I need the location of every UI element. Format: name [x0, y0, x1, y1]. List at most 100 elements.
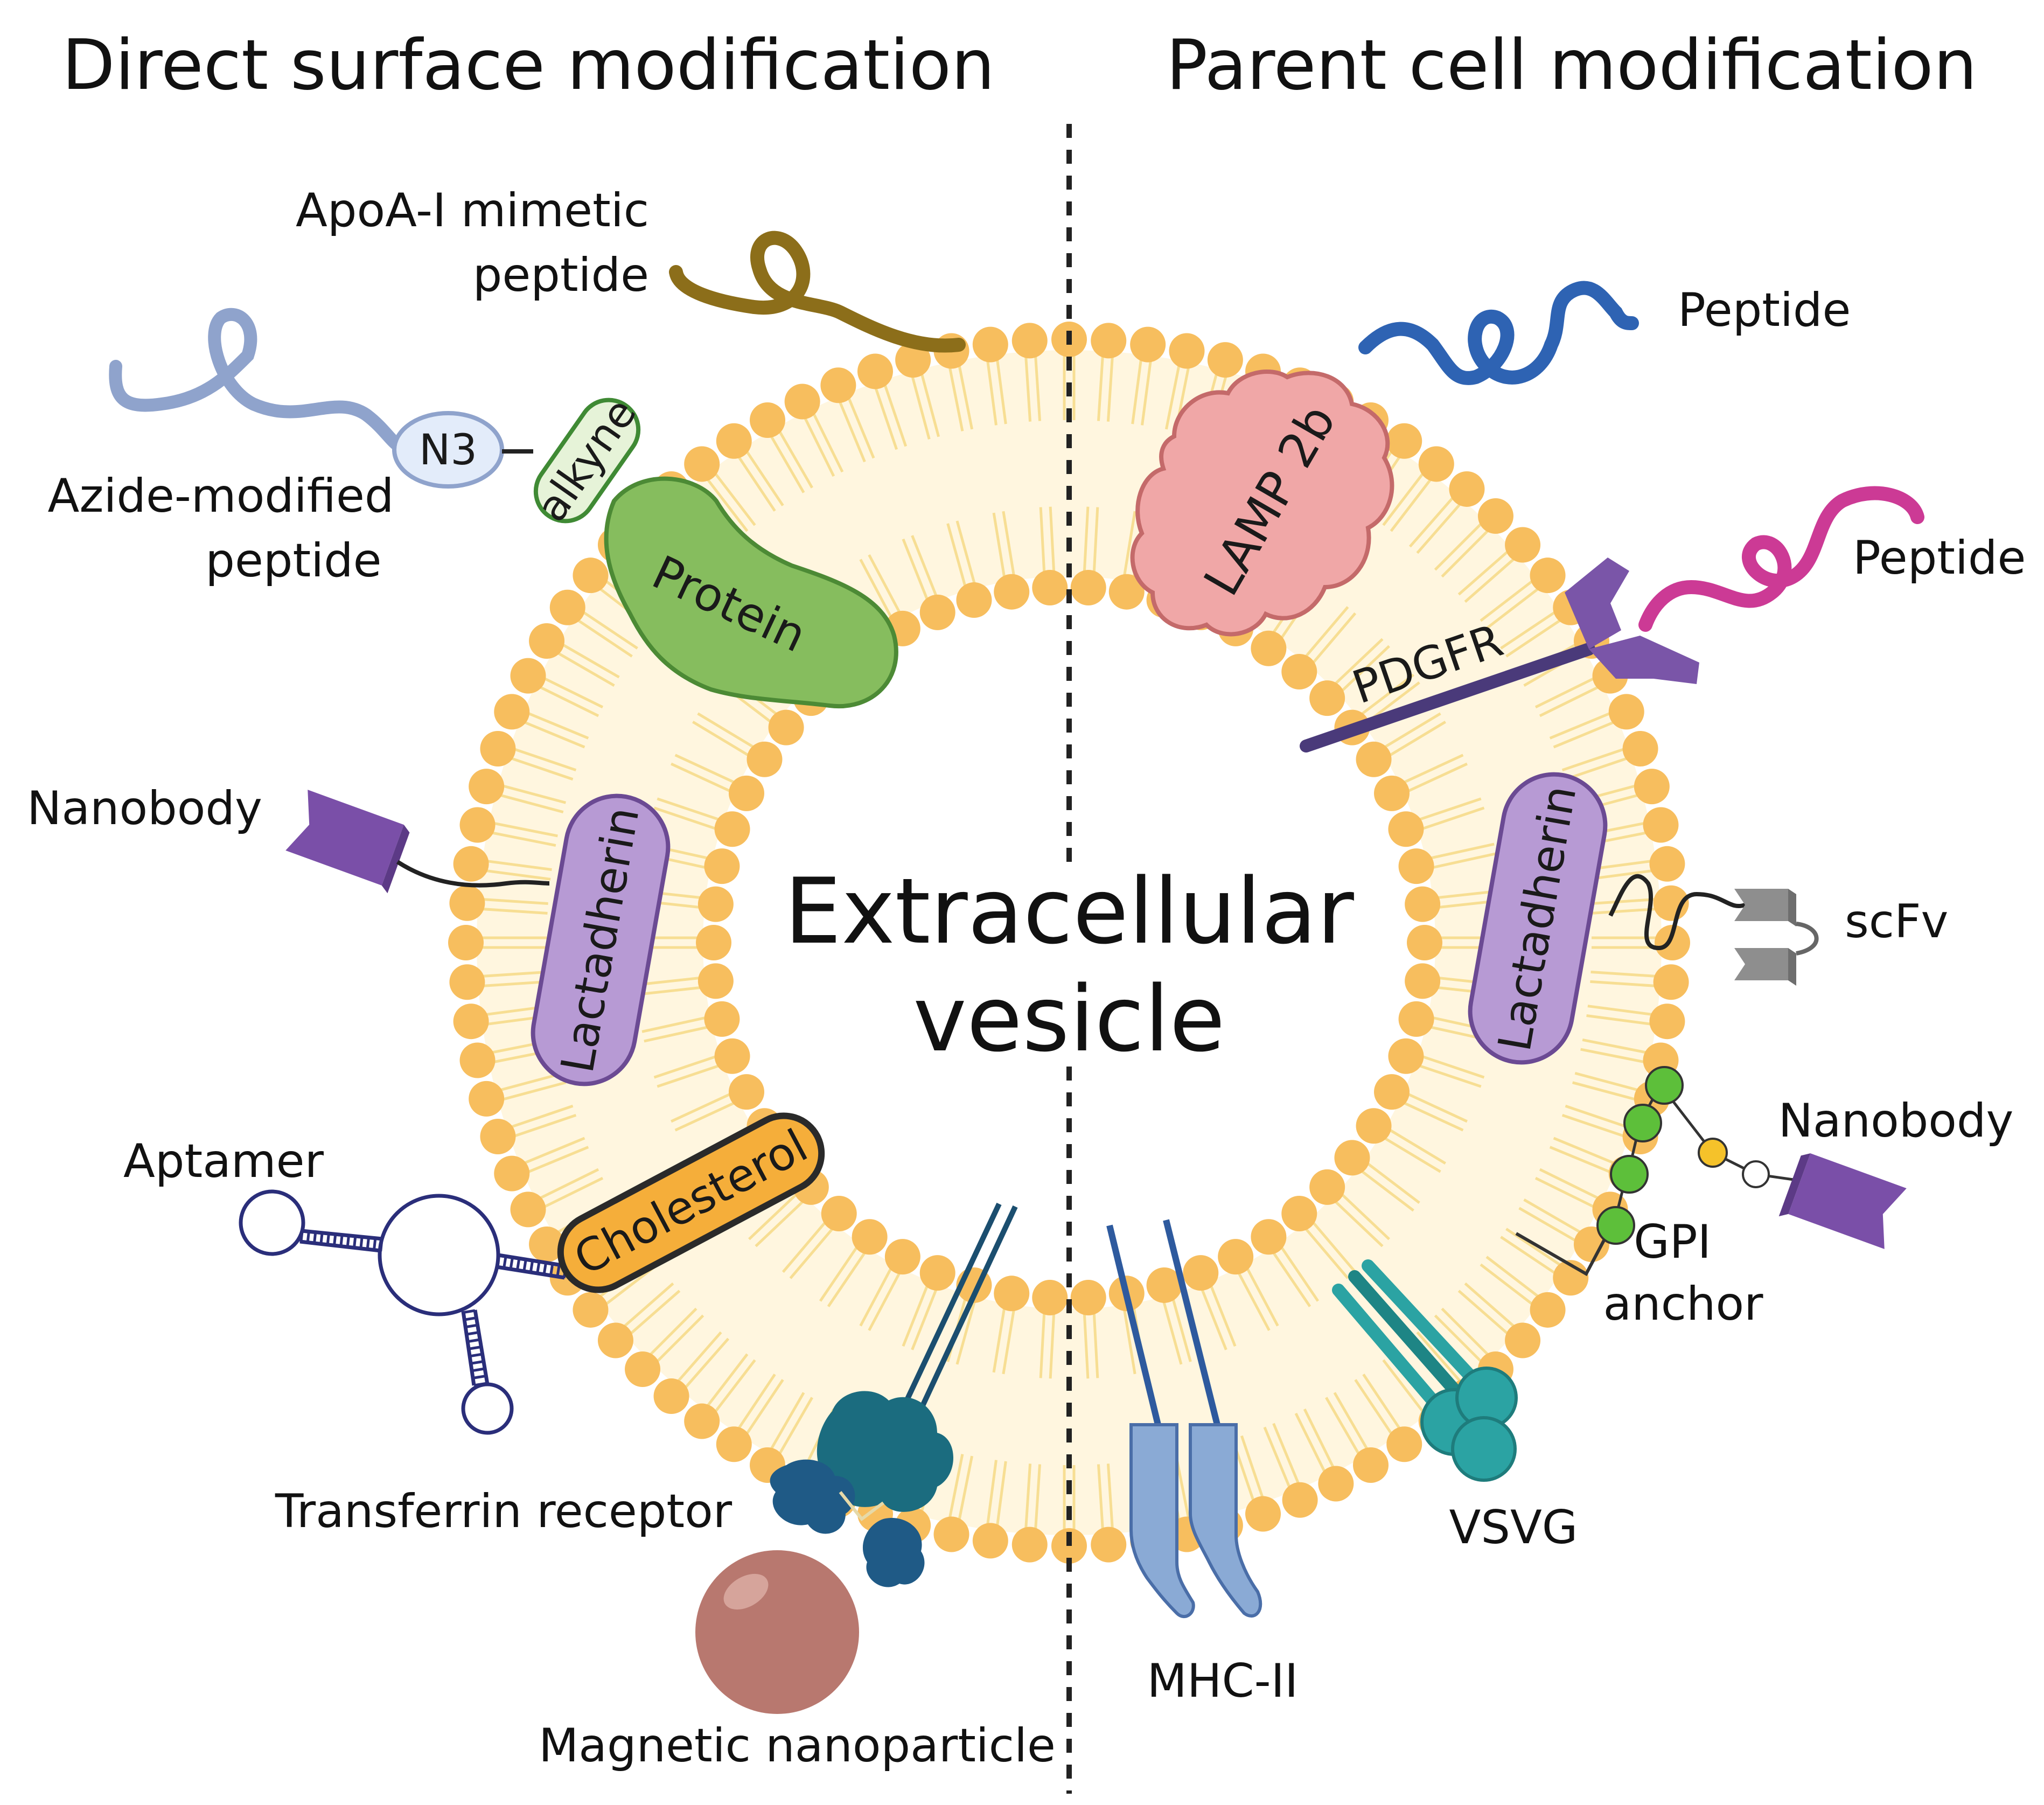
- lipid-head: [573, 557, 609, 594]
- lipid-head: [1398, 1001, 1434, 1037]
- lipid-head: [480, 1119, 516, 1155]
- lipid-head: [933, 1516, 969, 1552]
- aptamer-rung: [549, 1263, 554, 1277]
- lipid-head: [1309, 680, 1345, 716]
- lipid-head: [1373, 775, 1410, 811]
- nanobody-left-linker: [396, 860, 550, 888]
- vsvg-label: VSVG: [1449, 1501, 1578, 1555]
- aptamer-rung: [471, 1367, 485, 1372]
- aptamer-rung: [522, 1258, 527, 1272]
- lipid-head: [1070, 569, 1106, 605]
- aptamer-rung: [472, 1375, 486, 1379]
- aptamer-rung: [470, 1360, 484, 1365]
- apoa-peptide-icon: [669, 231, 966, 353]
- lipid-head: [1091, 323, 1127, 359]
- azide-peptide-icon: [109, 308, 410, 454]
- aptamer-rung: [339, 1233, 344, 1248]
- apoa-label-line2: peptide: [473, 248, 649, 302]
- lipid-head: [820, 367, 856, 403]
- lipid-head: [459, 1042, 496, 1078]
- protein-blob-icon: Protein: [604, 476, 898, 709]
- aptamer-rung: [473, 1382, 487, 1387]
- lipid-head: [1649, 1003, 1685, 1040]
- aptamer-rung: [515, 1257, 521, 1271]
- lipid-head: [510, 658, 546, 694]
- header-left: Direct surface modification: [62, 25, 995, 106]
- lipid-head: [696, 925, 731, 960]
- lipid-head: [1530, 1292, 1566, 1328]
- lipid-head: [494, 694, 530, 730]
- nanobody-right-icon: [1778, 1153, 1907, 1249]
- aptamer-rung: [468, 1346, 482, 1350]
- aptamer-icon: [239, 1189, 566, 1435]
- lipid-head: [1356, 1108, 1392, 1144]
- lipid-head: [1032, 1280, 1068, 1316]
- aptamer-rung: [372, 1237, 377, 1251]
- lipid-head: [1032, 569, 1068, 605]
- aptamer-rung: [462, 1309, 476, 1314]
- aptamer-rung: [366, 1237, 371, 1250]
- aptamer-rung: [346, 1235, 351, 1248]
- lipid-head: [1405, 963, 1441, 999]
- aptamer-rung: [312, 1231, 317, 1244]
- lipid-head: [704, 1001, 740, 1037]
- vsvg-icon: [1332, 1259, 1518, 1482]
- header-right: Parent cell modification: [1166, 25, 1977, 106]
- lipid-head: [729, 1074, 765, 1110]
- lipid-head: [1245, 1496, 1281, 1532]
- lipid-head: [729, 775, 765, 811]
- magnetic-label: Magnetic nanoparticle: [539, 1719, 1056, 1773]
- pdgfr-icon: [1300, 557, 1699, 752]
- aptamer-rung: [529, 1259, 534, 1273]
- lipid-head: [919, 1255, 955, 1291]
- lipid-head: [494, 1155, 530, 1191]
- gpi-label-line1: GPI: [1634, 1215, 1711, 1269]
- aptamer-rung: [536, 1260, 541, 1274]
- aptamer-rung: [326, 1232, 331, 1246]
- lipid-head: [852, 1219, 888, 1255]
- lipid-head: [549, 589, 585, 625]
- mhc-label: MHC-II: [1147, 1654, 1299, 1708]
- nanobody-left-icon: [285, 790, 410, 894]
- aptamer-rung: [379, 1238, 383, 1252]
- lipid-head: [857, 353, 893, 389]
- lipid-head: [697, 963, 734, 999]
- lipid-head: [895, 342, 931, 378]
- aptamer-rung: [509, 1256, 514, 1270]
- aptamer-rung: [496, 1254, 501, 1268]
- lipid-head: [1218, 1239, 1254, 1275]
- mhc-ii-icon: [1106, 1219, 1262, 1618]
- gpi-anchor-icon: [1515, 1066, 1794, 1277]
- lipid-head: [714, 811, 750, 847]
- center-title-line2: vesicle: [913, 966, 1225, 1072]
- lipid-head: [448, 925, 484, 960]
- lipid-head: [1608, 694, 1644, 730]
- lipid-head: [1386, 1426, 1422, 1462]
- lipid-head: [1356, 741, 1392, 777]
- lipid-head: [1281, 653, 1317, 689]
- lipid-head: [919, 594, 955, 630]
- lipid-head: [1634, 769, 1670, 805]
- aptamer-rung: [542, 1262, 548, 1276]
- apoa-label-line1: ApoA-I mimetic: [296, 184, 649, 238]
- aptamer-rung: [469, 1353, 483, 1358]
- lipid-head: [994, 574, 1030, 610]
- lipid-head: [1281, 1196, 1317, 1232]
- lipid-head: [1318, 1466, 1354, 1502]
- lipid-head: [1649, 846, 1685, 882]
- aptamer-rung: [556, 1264, 561, 1278]
- lipid-head: [1070, 1280, 1106, 1316]
- lipid-head: [469, 769, 505, 805]
- lipid-head: [510, 1191, 546, 1228]
- lipid-head: [529, 623, 565, 659]
- lipid-head: [459, 807, 496, 843]
- lipid-head: [1011, 1527, 1048, 1563]
- lipid-head: [1353, 1447, 1389, 1483]
- lactadherin-right-icon: Lactadherin: [1468, 772, 1608, 1065]
- lipid-head: [884, 1239, 920, 1275]
- lactadherin-left-icon: Lactadherin: [531, 793, 671, 1086]
- aptamer-rung: [306, 1230, 311, 1244]
- lipid-head: [972, 1523, 1008, 1559]
- scfv-linker: [1608, 874, 1746, 951]
